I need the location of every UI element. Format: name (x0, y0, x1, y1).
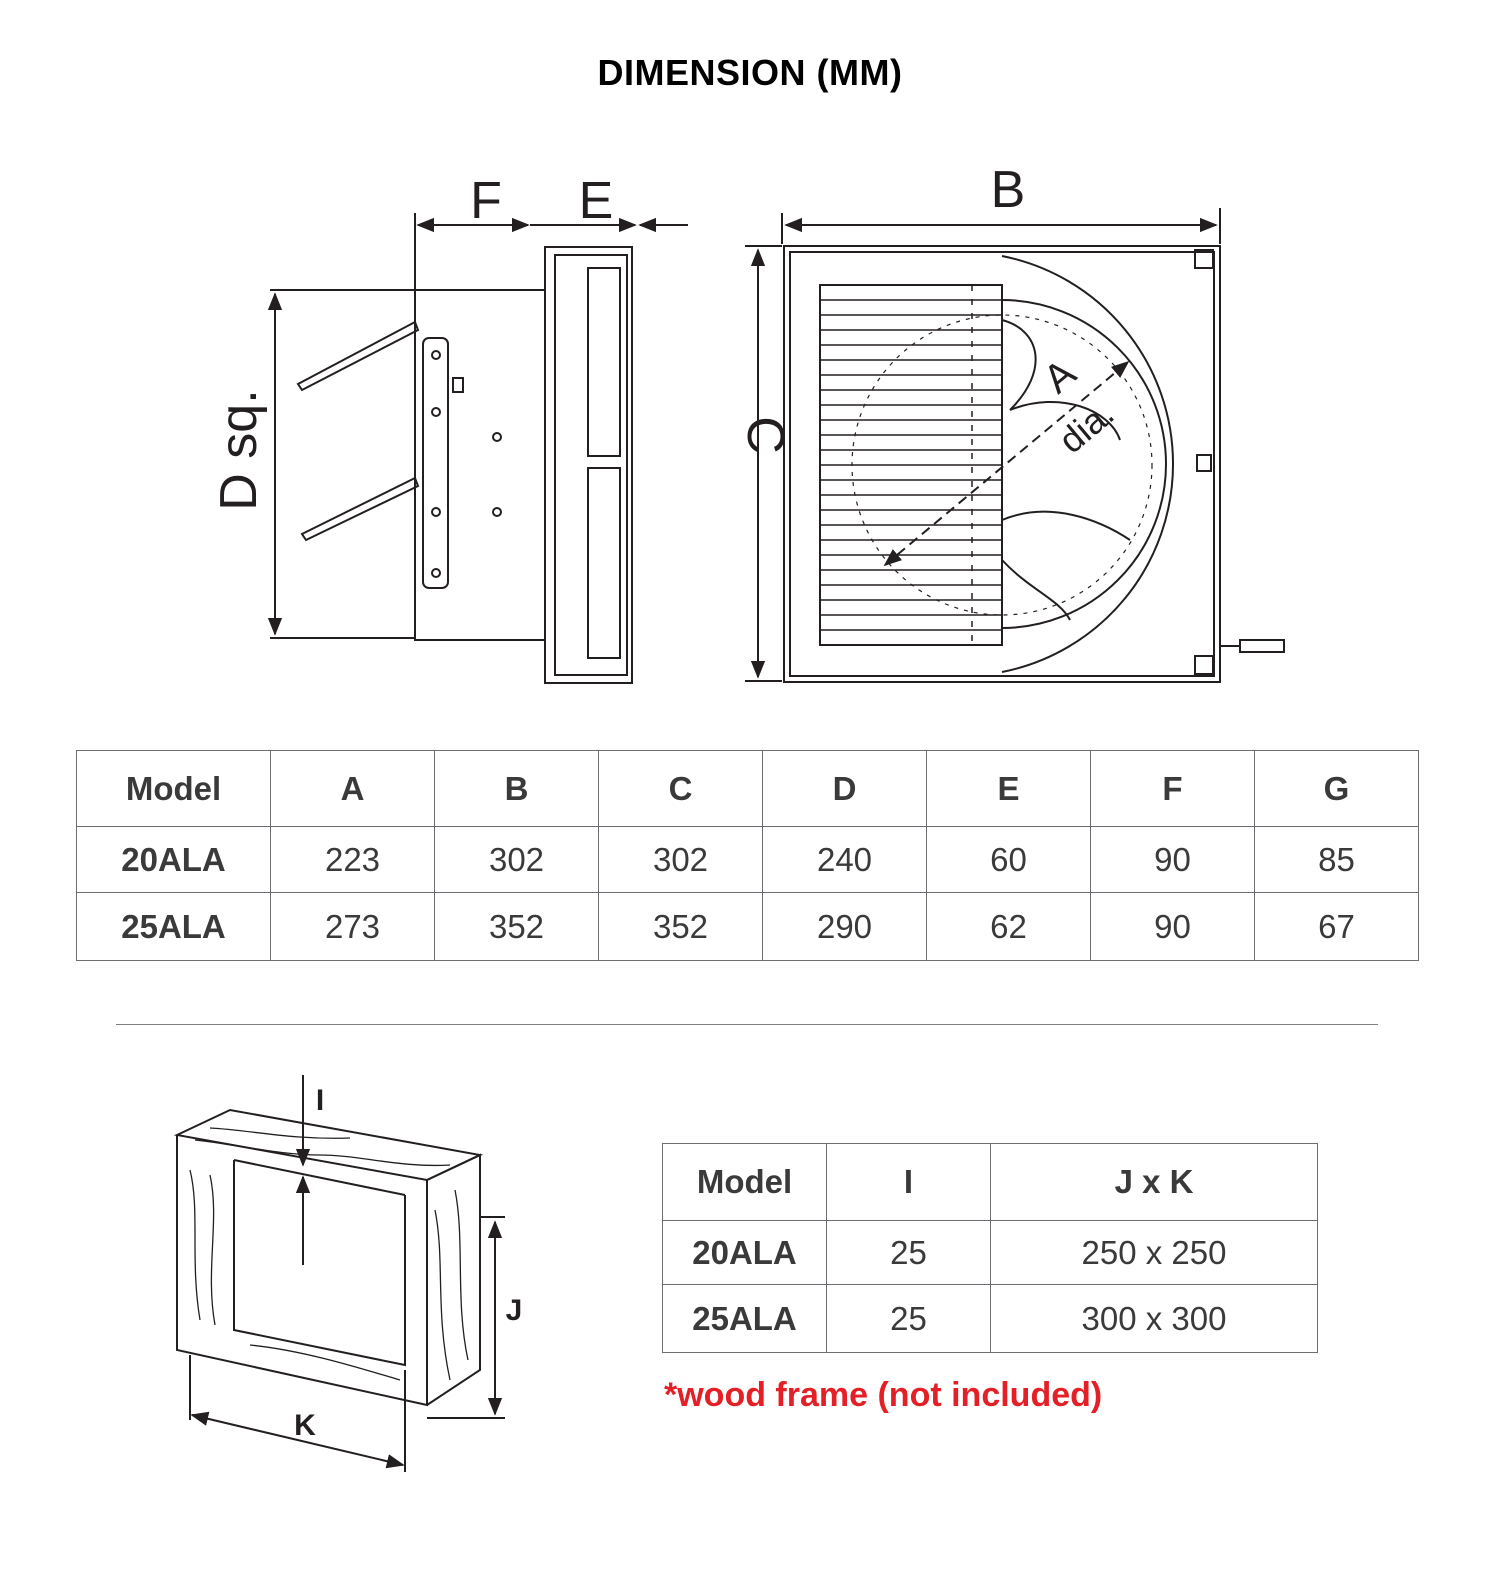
cell-model: 25ALA (662, 1284, 827, 1353)
header-model: Model (662, 1143, 827, 1221)
cell-b: 352 (434, 892, 599, 961)
cell-a: 273 (270, 892, 435, 961)
label-j: J (506, 1294, 523, 1327)
cell-f: 90 (1090, 826, 1255, 893)
cell-jxk: 300 x 300 (990, 1284, 1318, 1353)
label-i: I (316, 1084, 324, 1117)
label-k: K (294, 1409, 316, 1442)
label-e: E (579, 172, 614, 230)
cell-d: 240 (762, 826, 927, 893)
cell-b: 302 (434, 826, 599, 893)
page-title: DIMENSION (MM) (597, 52, 903, 93)
cell-model: 20ALA (662, 1220, 827, 1285)
cell-c: 352 (598, 892, 763, 961)
header-a: A (270, 750, 435, 827)
table-row: 25ALA 25 300 x 300 (662, 1284, 1318, 1353)
table-row: 20ALA 25 250 x 250 (662, 1220, 1318, 1285)
header-b: B (434, 750, 599, 827)
cell-model: 25ALA (76, 892, 271, 961)
header-e: E (926, 750, 1091, 827)
cell-jxk: 250 x 250 (990, 1220, 1318, 1285)
dimension-table: Model A B C D E F G 20ALA 223 302 302 24… (76, 750, 1419, 961)
header-model: Model (76, 750, 271, 827)
label-f: F (470, 172, 502, 230)
cell-model: 20ALA (76, 826, 271, 893)
fan-dimension-diagram: F E B C D sq. A dia. (210, 161, 1285, 684)
header-jxk: J x K (990, 1143, 1318, 1221)
grille-slats (820, 285, 1002, 645)
label-b: B (991, 161, 1026, 219)
header-g: G (1254, 750, 1419, 827)
table-row: 20ALA 223 302 302 240 60 90 85 (76, 826, 1419, 893)
table-row: 25ALA 273 352 352 290 62 90 67 (76, 892, 1419, 961)
cell-g: 85 (1254, 826, 1419, 893)
cell-i: 25 (826, 1284, 991, 1353)
label-c: C (736, 416, 794, 454)
cell-i: 25 (826, 1220, 991, 1285)
cell-e: 62 (926, 892, 1091, 961)
label-d-sq: D sq. (210, 389, 268, 510)
wood-frame-diagram: I J K (173, 1075, 523, 1472)
header-d: D (762, 750, 927, 827)
cell-c: 302 (598, 826, 763, 893)
frame-table: Model I J x K 20ALA 25 250 x 250 25ALA 2… (662, 1143, 1318, 1353)
table-header-row: Model A B C D E F G (76, 750, 1419, 827)
cell-f: 90 (1090, 892, 1255, 961)
header-f: F (1090, 750, 1255, 827)
section-divider (116, 1024, 1378, 1025)
header-c: C (598, 750, 763, 827)
cell-g: 67 (1254, 892, 1419, 961)
table-header-row: Model I J x K (662, 1143, 1318, 1221)
cell-a: 223 (270, 826, 435, 893)
cell-e: 60 (926, 826, 1091, 893)
cell-d: 290 (762, 892, 927, 961)
wood-frame-note: *wood frame (not included) (664, 1376, 1103, 1414)
header-i: I (826, 1143, 991, 1221)
label-a: A (1036, 351, 1085, 402)
